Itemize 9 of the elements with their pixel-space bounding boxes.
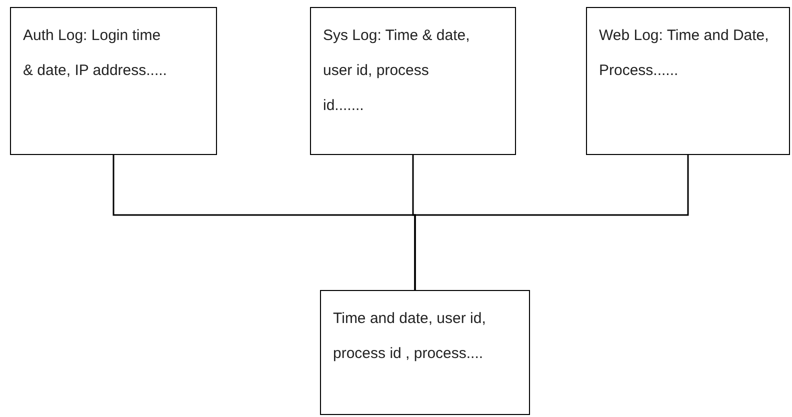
log-box — [310, 7, 516, 155]
box-text: Auth Log: Login time & date, IP address..... — [23, 26, 168, 81]
log-box — [320, 290, 530, 415]
box-text: Web Log: Time and Date, Process...... — [599, 26, 769, 81]
connector-line — [414, 155, 689, 290]
box-text: Time and date, user id, process id , process.... — [333, 309, 487, 364]
box-text: Sys Log: Time & date, user id, process id....... — [323, 26, 471, 116]
log-box — [586, 7, 790, 155]
log-box — [10, 7, 217, 155]
